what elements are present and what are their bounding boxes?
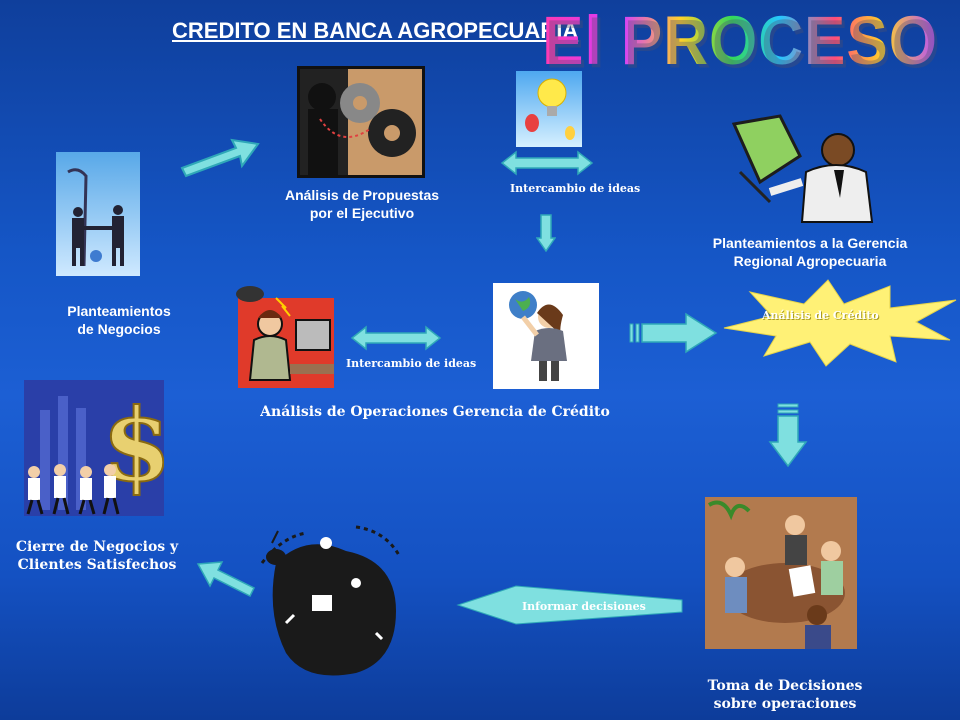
label-propuestas: Análisis de Propuestas por el Ejecutivo (284, 187, 440, 221)
label-intercambio-top: Intercambio de ideas (510, 182, 641, 195)
presenter-image (730, 112, 880, 230)
lightbulb-image (516, 71, 582, 147)
double-arrow-mid (350, 325, 442, 351)
big-title: El PROCESO (542, 3, 938, 80)
arrow-right-analisis (628, 312, 720, 354)
globe-woman-image (493, 283, 599, 389)
label-cierre: Cierre de Negocios y Clientes Satisfecho… (15, 539, 179, 573)
label-informar: Informar decisiones (522, 600, 646, 613)
arrow-informar (456, 584, 686, 626)
label-negocios: Planteamientos de Negocios (67, 303, 171, 337)
arrow-to-cierre (196, 560, 256, 600)
analisis-credito-starburst (720, 278, 960, 368)
money-people-image: $ (24, 380, 164, 516)
woman-computer-image (232, 284, 336, 388)
label-intercambio-mid: Intercambio de ideas (346, 357, 477, 370)
slide-title: CREDITO EN BANCA AGROPECUARIA (172, 18, 579, 43)
arrow-down-small (536, 214, 556, 252)
arrow-to-propuestas (180, 134, 260, 178)
gears-image (297, 66, 425, 178)
label-decisiones: Toma de Decisiones sobre operaciones (707, 678, 863, 712)
meeting-image (705, 497, 857, 649)
label-operaciones: Análisis de Operaciones Gerencia de Créd… (260, 404, 610, 420)
handshake-image (56, 152, 140, 276)
busy-person-image (256, 523, 412, 681)
label-gerencia-regional: Planteamientos a la Gerencia Regional Ag… (712, 235, 908, 269)
double-arrow-top (500, 150, 594, 176)
arrow-down-decisiones (768, 402, 808, 468)
label-analisis-credito: Análisis de Crédito (762, 309, 879, 322)
